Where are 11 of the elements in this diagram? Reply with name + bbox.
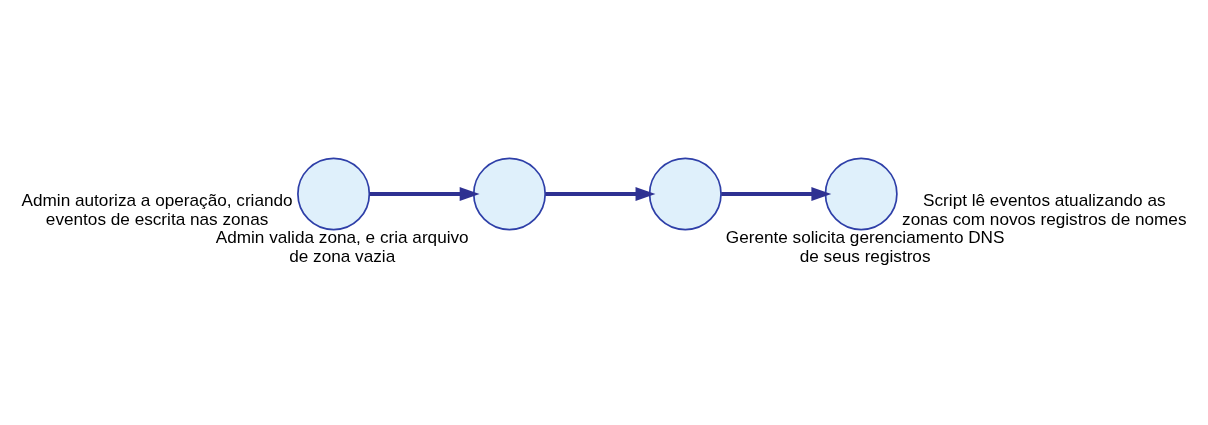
node-circle xyxy=(472,157,546,231)
arrow xyxy=(545,187,656,201)
node-label: Admin autoriza a operação, criando eventos de escrita nas zonas xyxy=(21,190,293,229)
node-circle xyxy=(648,157,722,231)
node-label: Script lê eventos atualizando as zonas com novos registros de nomes xyxy=(902,190,1187,229)
node-label: Gerente solicita gerenciamento DNS de seus registros xyxy=(725,227,1005,266)
arrow xyxy=(721,187,832,201)
node-circle xyxy=(824,157,898,231)
arrow xyxy=(369,187,480,201)
node-circle xyxy=(297,157,371,231)
node-label: Admin valida zona, e cria arquivo de zona vazia xyxy=(215,227,469,266)
